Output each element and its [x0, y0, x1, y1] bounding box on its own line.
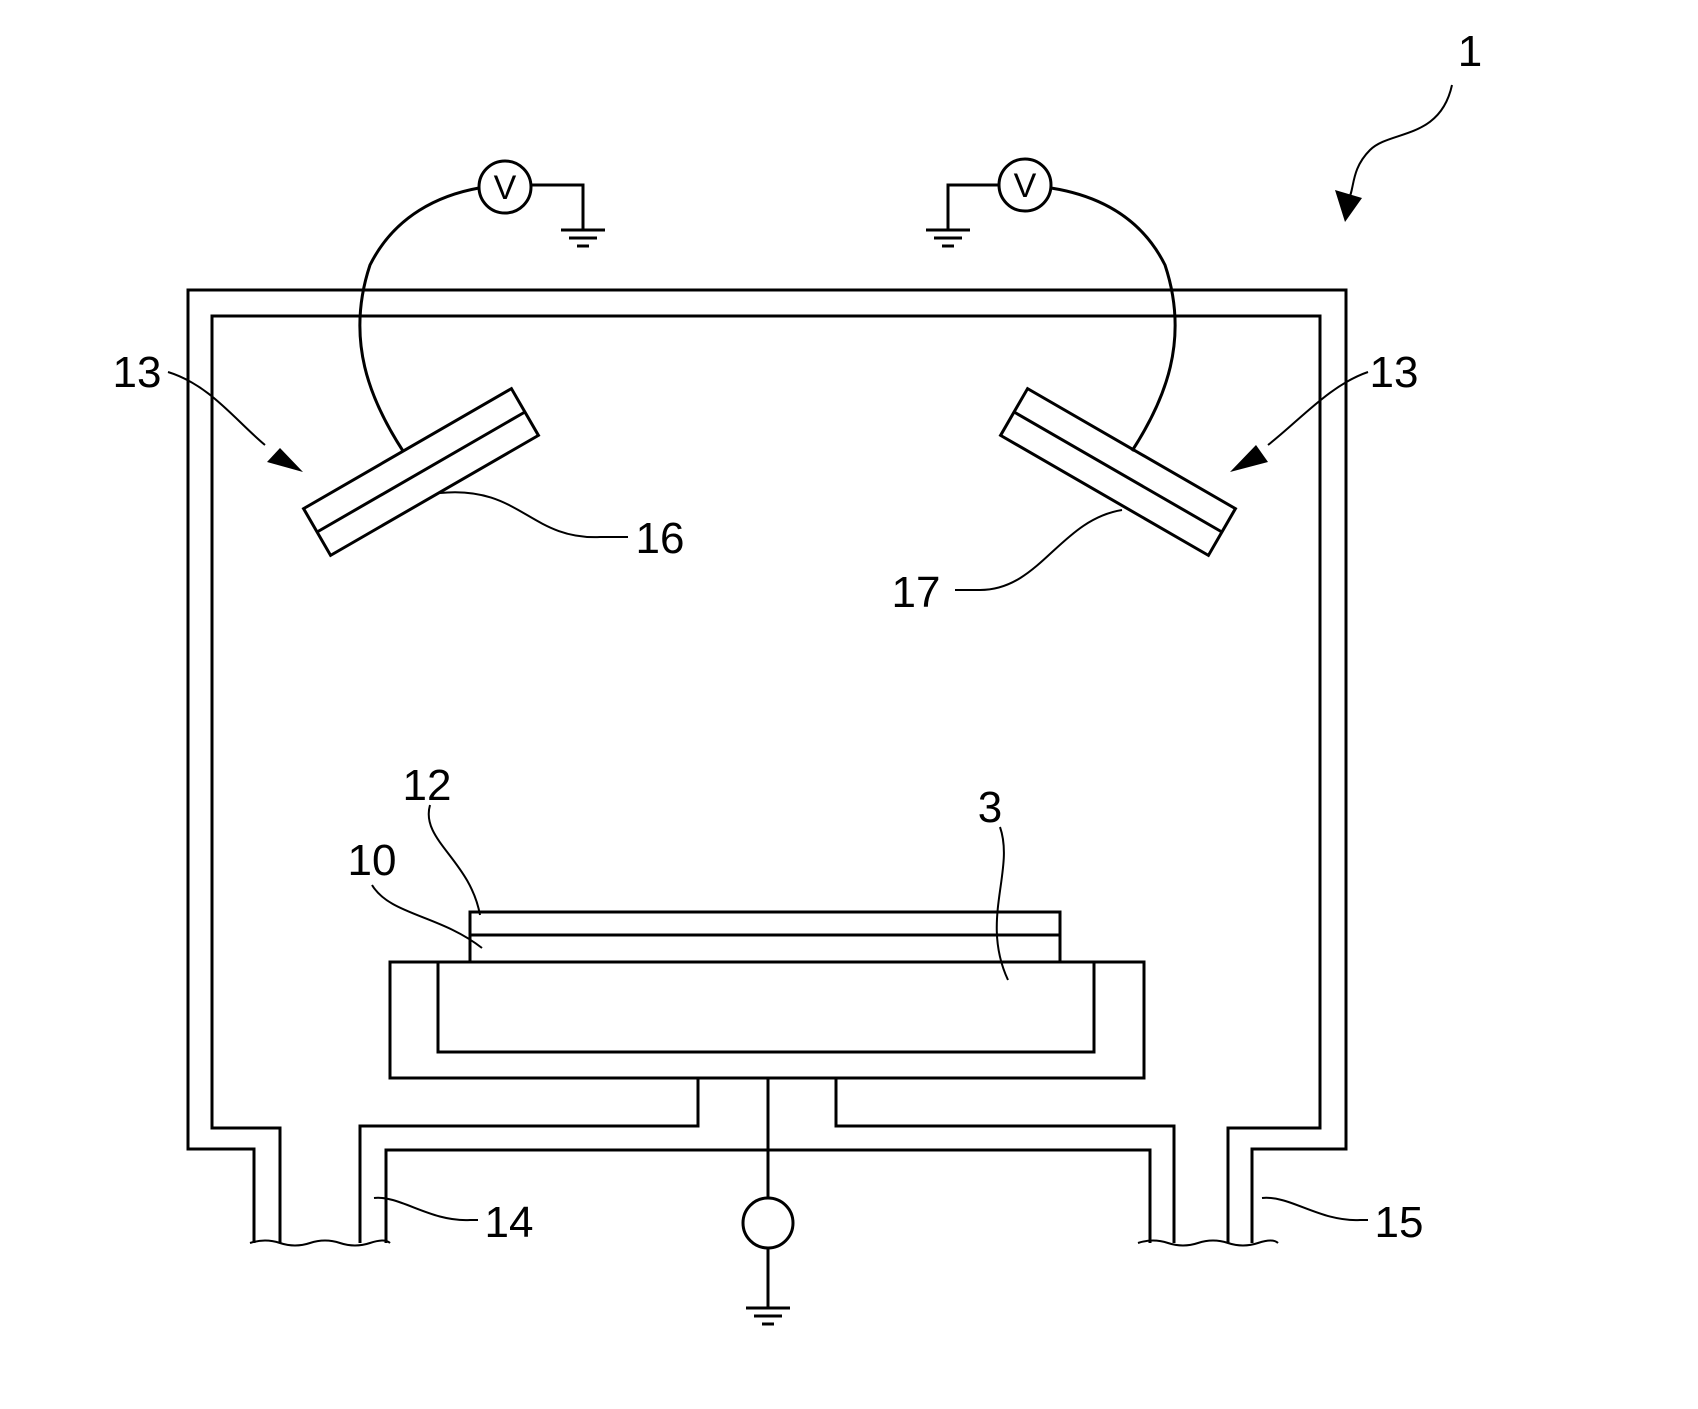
target-16-leader — [440, 492, 628, 537]
chamber-bottom-right-wall — [836, 1078, 1174, 1243]
chamber-inner-wall — [212, 316, 1320, 1243]
left-ground-wire — [531, 185, 583, 230]
right-voltmeter-label: V — [1014, 167, 1037, 205]
apparatus-leader — [1348, 85, 1452, 200]
label-layer-10: 10 — [348, 836, 397, 885]
left-power-wire — [360, 188, 479, 451]
left-unit-leader — [168, 372, 265, 445]
left-ground-icon — [561, 230, 605, 246]
layer-12 — [470, 912, 1060, 935]
port-left-break-line — [250, 1241, 390, 1246]
label-port-15: 15 — [1375, 1198, 1424, 1247]
port-14-leader — [374, 1198, 478, 1220]
label-target-16: 16 — [636, 514, 685, 563]
layer-10-leader — [372, 885, 482, 948]
target-left — [304, 389, 539, 556]
ground-source-circle — [743, 1198, 793, 1248]
label-port-14: 14 — [485, 1198, 534, 1247]
left-voltmeter-label: V — [494, 169, 517, 207]
label-sputter-unit-left: 13 — [113, 348, 162, 397]
substrate-holder-outer — [390, 962, 1144, 1078]
right-ground-icon — [926, 230, 970, 246]
label-layer-12: 12 — [403, 761, 452, 810]
right-unit-leader — [1268, 372, 1368, 445]
substrate-holder-recess — [438, 962, 1094, 1052]
layer-10 — [470, 935, 1060, 962]
port-15-leader — [1262, 1198, 1368, 1220]
port-right-break-line — [1138, 1241, 1278, 1246]
holder-3-leader — [997, 827, 1008, 980]
label-apparatus: 1 — [1458, 27, 1482, 76]
label-target-17: 17 — [892, 568, 941, 617]
left-unit-arrowhead — [267, 448, 303, 472]
bottom-ground-icon — [746, 1308, 790, 1324]
target-right — [1001, 389, 1236, 556]
apparatus-arrowhead — [1335, 190, 1362, 222]
right-unit-arrowhead — [1230, 445, 1268, 472]
target-17-leader — [955, 510, 1122, 590]
right-ground-wire — [948, 185, 999, 230]
label-holder-3: 3 — [978, 783, 1002, 832]
label-sputter-unit-right: 13 — [1370, 348, 1419, 397]
layer-12-leader — [429, 805, 480, 915]
